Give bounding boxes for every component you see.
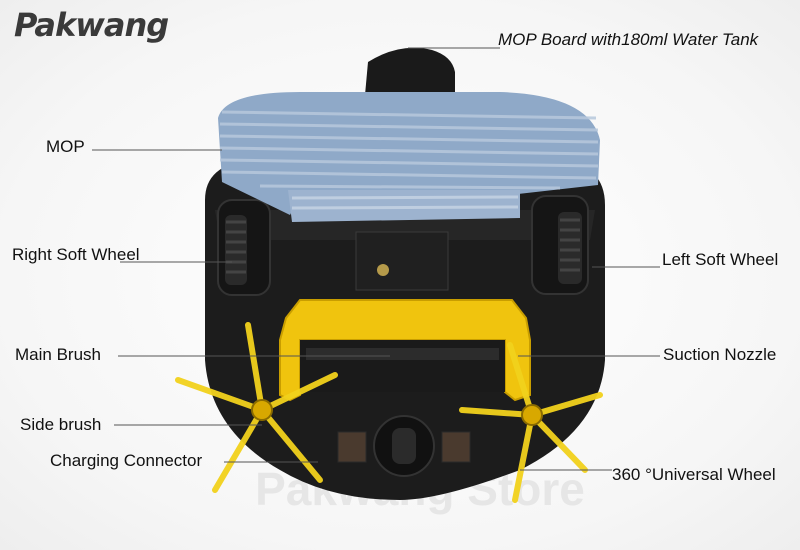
label-mop-board: MOP Board with180ml Water Tank xyxy=(498,30,759,49)
left-soft-wheel xyxy=(531,195,589,295)
brand-logo: Pakwang xyxy=(14,6,169,44)
label-suction-nozzle: Suction Nozzle xyxy=(663,345,777,364)
universal-wheel xyxy=(373,415,435,477)
label-universal-wheel: 360 °Universal Wheel xyxy=(612,465,776,484)
spec-label xyxy=(355,231,449,291)
label-left-soft-wheel: Left Soft Wheel xyxy=(662,250,779,269)
label-mop: MOP xyxy=(46,137,85,156)
charging-contact-right xyxy=(441,431,471,463)
water-tank-top xyxy=(365,47,455,95)
side-brush-right xyxy=(459,342,603,503)
right-soft-wheel xyxy=(217,199,271,296)
side-brush-left xyxy=(175,322,338,493)
charging-contact-left xyxy=(337,431,367,463)
label-main-brush: Main Brush xyxy=(15,345,101,364)
label-side-brush: Side brush xyxy=(20,415,102,434)
label-right-soft-wheel: Right Soft Wheel xyxy=(12,245,140,264)
mop-pad xyxy=(218,92,600,222)
label-charging-connector: Charging Connector xyxy=(50,451,203,470)
screw xyxy=(377,264,389,276)
callout-lines xyxy=(92,47,660,471)
suction-nozzle xyxy=(279,299,531,402)
